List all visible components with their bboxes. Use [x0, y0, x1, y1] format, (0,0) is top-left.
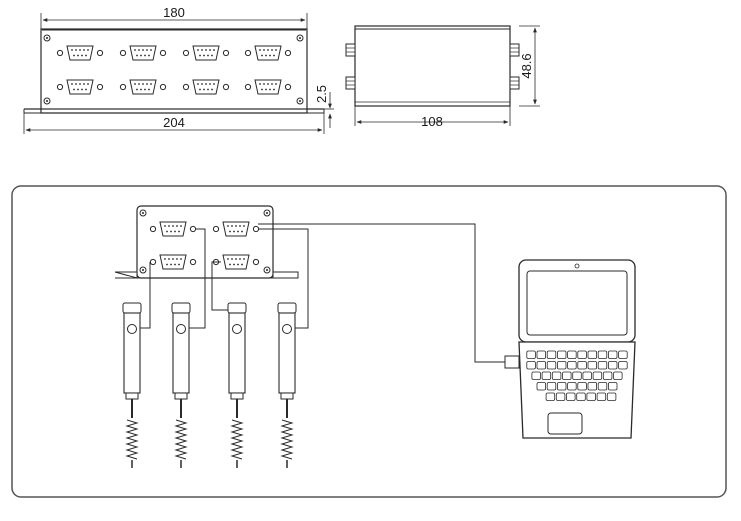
keyboard-key	[618, 350, 628, 359]
side-right-connectors	[509, 43, 520, 90]
keyboard-key	[536, 382, 547, 391]
laptop-icon	[504, 259, 636, 439]
keyboard-key	[602, 371, 613, 380]
keyboard-key	[546, 350, 557, 359]
keyboard-key	[562, 371, 572, 380]
keyboard-key	[557, 350, 567, 359]
keyboard-key	[531, 371, 541, 380]
db9-connector-icon	[120, 46, 165, 60]
db9-connector-icon	[120, 80, 165, 94]
keyboard-key	[592, 371, 603, 380]
dim-180-label: 180	[163, 5, 185, 20]
side-enclosure	[354, 25, 511, 107]
keyboard-key	[613, 371, 623, 380]
keyboard-key	[597, 382, 608, 391]
db9-connector-icon	[245, 80, 290, 94]
hub-device	[114, 205, 299, 279]
keyboard-key	[526, 361, 536, 370]
screw-icon	[296, 97, 304, 105]
keyboard-key	[576, 392, 586, 401]
keyboard-key	[567, 350, 577, 359]
keyboard-key	[587, 382, 598, 391]
probe-sensor-icon	[227, 302, 247, 469]
keyboard-key	[557, 361, 567, 370]
keyboard-key	[608, 361, 618, 370]
front-enclosure	[40, 28, 308, 110]
screw-icon	[139, 209, 147, 217]
side-view: 108 48.6	[345, 25, 540, 129]
db9-connector-icon	[57, 46, 102, 60]
dim-204-label: 204	[163, 115, 185, 130]
keyboard-key	[546, 361, 557, 370]
db9-connector-icon	[183, 46, 228, 60]
keyboard-key	[567, 361, 577, 370]
keyboard-key	[545, 392, 556, 401]
dim-2-5-label: 2.5	[314, 85, 329, 103]
screw-icon	[296, 34, 304, 42]
keyboard-key	[608, 382, 618, 391]
keyboard-key	[551, 371, 562, 380]
front-connectors	[57, 46, 290, 94]
keyboard-icon	[526, 350, 628, 401]
probes	[122, 302, 297, 469]
keyboard-key	[587, 361, 598, 370]
keyboard-key	[597, 361, 608, 370]
keyboard-key	[577, 382, 587, 391]
probe-sensor-icon	[171, 302, 191, 469]
keyboard-key	[608, 350, 618, 359]
screw-icon	[139, 266, 147, 274]
probe-sensor-icon	[277, 302, 297, 469]
keyboard-key	[536, 350, 547, 359]
keyboard-key	[546, 382, 557, 391]
screw-icon	[263, 209, 271, 217]
keyboard-key	[526, 350, 536, 359]
db9-connector-icon	[183, 80, 228, 94]
keyboard-key	[567, 382, 577, 391]
connection-panel-frame	[11, 185, 727, 498]
db9-connector-icon	[245, 46, 290, 60]
keyboard-key	[618, 361, 628, 370]
keyboard-key	[555, 392, 566, 401]
side-left-connectors	[345, 43, 356, 90]
keyboard-key	[586, 392, 596, 401]
keyboard-key	[566, 392, 576, 401]
keyboard-key	[577, 361, 587, 370]
dim-108-label: 108	[421, 114, 443, 129]
keyboard-key	[536, 361, 547, 370]
keyboard-key	[572, 371, 582, 380]
screw-icon	[263, 266, 271, 274]
screw-icon	[43, 34, 51, 42]
keyboard-key	[597, 350, 608, 359]
probe-sensor-icon	[122, 302, 142, 468]
keyboard-key	[587, 350, 598, 359]
keyboard-key	[582, 371, 592, 380]
keyboard-key	[577, 350, 587, 359]
keyboard-key	[596, 392, 607, 401]
screw-icon	[43, 97, 51, 105]
keyboard-key	[606, 392, 617, 401]
keyboard-key	[541, 371, 552, 380]
dim-48-6-label: 48.6	[519, 53, 534, 78]
front-view: 180 204 2.5	[23, 5, 334, 134]
db9-connector-icon	[57, 80, 102, 94]
keyboard-key	[557, 382, 567, 391]
